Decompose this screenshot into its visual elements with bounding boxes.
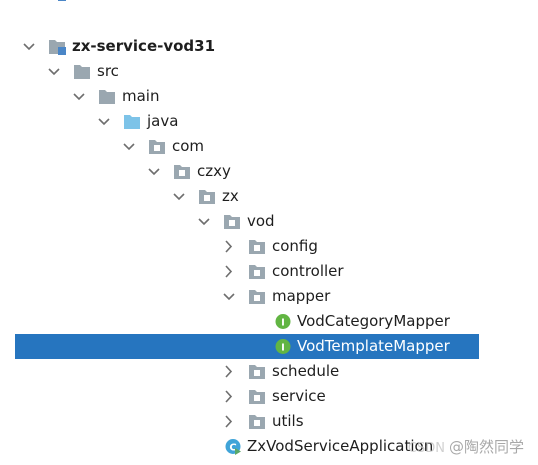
chevron-right-icon[interactable] (222, 359, 236, 384)
tree-node-label: main (122, 87, 160, 105)
tree-node-java[interactable]: java (0, 109, 538, 134)
partial-row-top (0, 0, 538, 5)
watermark-author: @陶然同学 (448, 438, 524, 456)
tree-node-label: czxy (197, 162, 231, 180)
watermark: CSDN@陶然同学 (408, 436, 524, 457)
package-icon (248, 388, 266, 405)
tree-node-label: utils (272, 412, 304, 430)
package-icon (248, 363, 266, 380)
interface-icon (274, 313, 292, 330)
package-icon (248, 413, 266, 430)
tree-node-label: java (147, 112, 179, 130)
tree-node-main[interactable]: main (0, 84, 538, 109)
package-icon (248, 288, 266, 305)
tree-node-label: ZxVodServiceApplication (247, 437, 434, 455)
tree-node-application[interactable]: ZxVodServiceApplication (0, 434, 538, 459)
package-icon (248, 238, 266, 255)
chevron-right-icon[interactable] (222, 259, 236, 284)
tree-node-label: src (97, 62, 119, 80)
package-icon (148, 138, 166, 155)
tree-node-utils[interactable]: utils (0, 409, 538, 434)
watermark-source: CSDN (407, 441, 445, 456)
package-icon (198, 188, 216, 205)
package-icon (223, 213, 241, 230)
tree-node-label: zx-service-vod31 (72, 37, 216, 55)
tree-node-mapper[interactable]: mapper (0, 284, 538, 309)
tree-node-vod[interactable]: vod (0, 209, 538, 234)
module-folder-icon (48, 38, 66, 55)
chevron-down-icon[interactable] (222, 284, 236, 309)
tree-node-label: controller (272, 262, 344, 280)
tree-node-label: VodTemplateMapper (297, 337, 450, 355)
chevron-down-icon[interactable] (22, 34, 36, 59)
tree-node-config[interactable]: config (0, 234, 538, 259)
tree-node-label: mapper (272, 287, 331, 305)
tree-node-project[interactable]: zx-service-vod31 (0, 34, 538, 59)
chevron-down-icon[interactable] (147, 159, 161, 184)
tree-node-label: schedule (272, 362, 340, 380)
spring-boot-class-icon (224, 438, 242, 455)
chevron-right-icon[interactable] (222, 409, 236, 434)
chevron-down-icon[interactable] (97, 109, 111, 134)
chevron-right-icon[interactable] (222, 234, 236, 259)
package-icon (248, 263, 266, 280)
tree-node-zx[interactable]: zx (0, 184, 538, 209)
folder-icon (98, 88, 116, 105)
chevron-down-icon[interactable] (47, 59, 61, 84)
tree-node-label: vod (247, 212, 275, 230)
tree-node-vod-category-mapper[interactable]: VodCategoryMapper (0, 309, 538, 334)
package-icon (173, 163, 191, 180)
tree-node-src[interactable]: src (0, 59, 538, 84)
chevron-down-icon[interactable] (172, 184, 186, 209)
tree-node-label: config (272, 237, 318, 255)
folder-icon (73, 63, 91, 80)
chevron-down-icon[interactable] (72, 84, 86, 109)
chevron-right-icon[interactable] (222, 384, 236, 409)
tree-node-schedule[interactable]: schedule (0, 359, 538, 384)
source-folder-icon (123, 113, 141, 130)
chevron-down-icon[interactable] (122, 134, 136, 159)
tree-node-label: com (172, 137, 205, 155)
tree-node-czxy[interactable]: czxy (0, 159, 538, 184)
tree-node-vod-template-mapper[interactable]: VodTemplateMapper (15, 334, 479, 359)
chevron-down-icon[interactable] (197, 209, 211, 234)
tree-node-service[interactable]: service (0, 384, 538, 409)
tree-node-label: zx (222, 187, 239, 205)
tree-node-com[interactable]: com (0, 134, 538, 159)
tree-node-controller[interactable]: controller (0, 259, 538, 284)
folder-icon (48, 0, 66, 1)
tree-node-label: VodCategoryMapper (297, 312, 450, 330)
tree-node-label: service (272, 387, 326, 405)
interface-icon (274, 338, 292, 355)
